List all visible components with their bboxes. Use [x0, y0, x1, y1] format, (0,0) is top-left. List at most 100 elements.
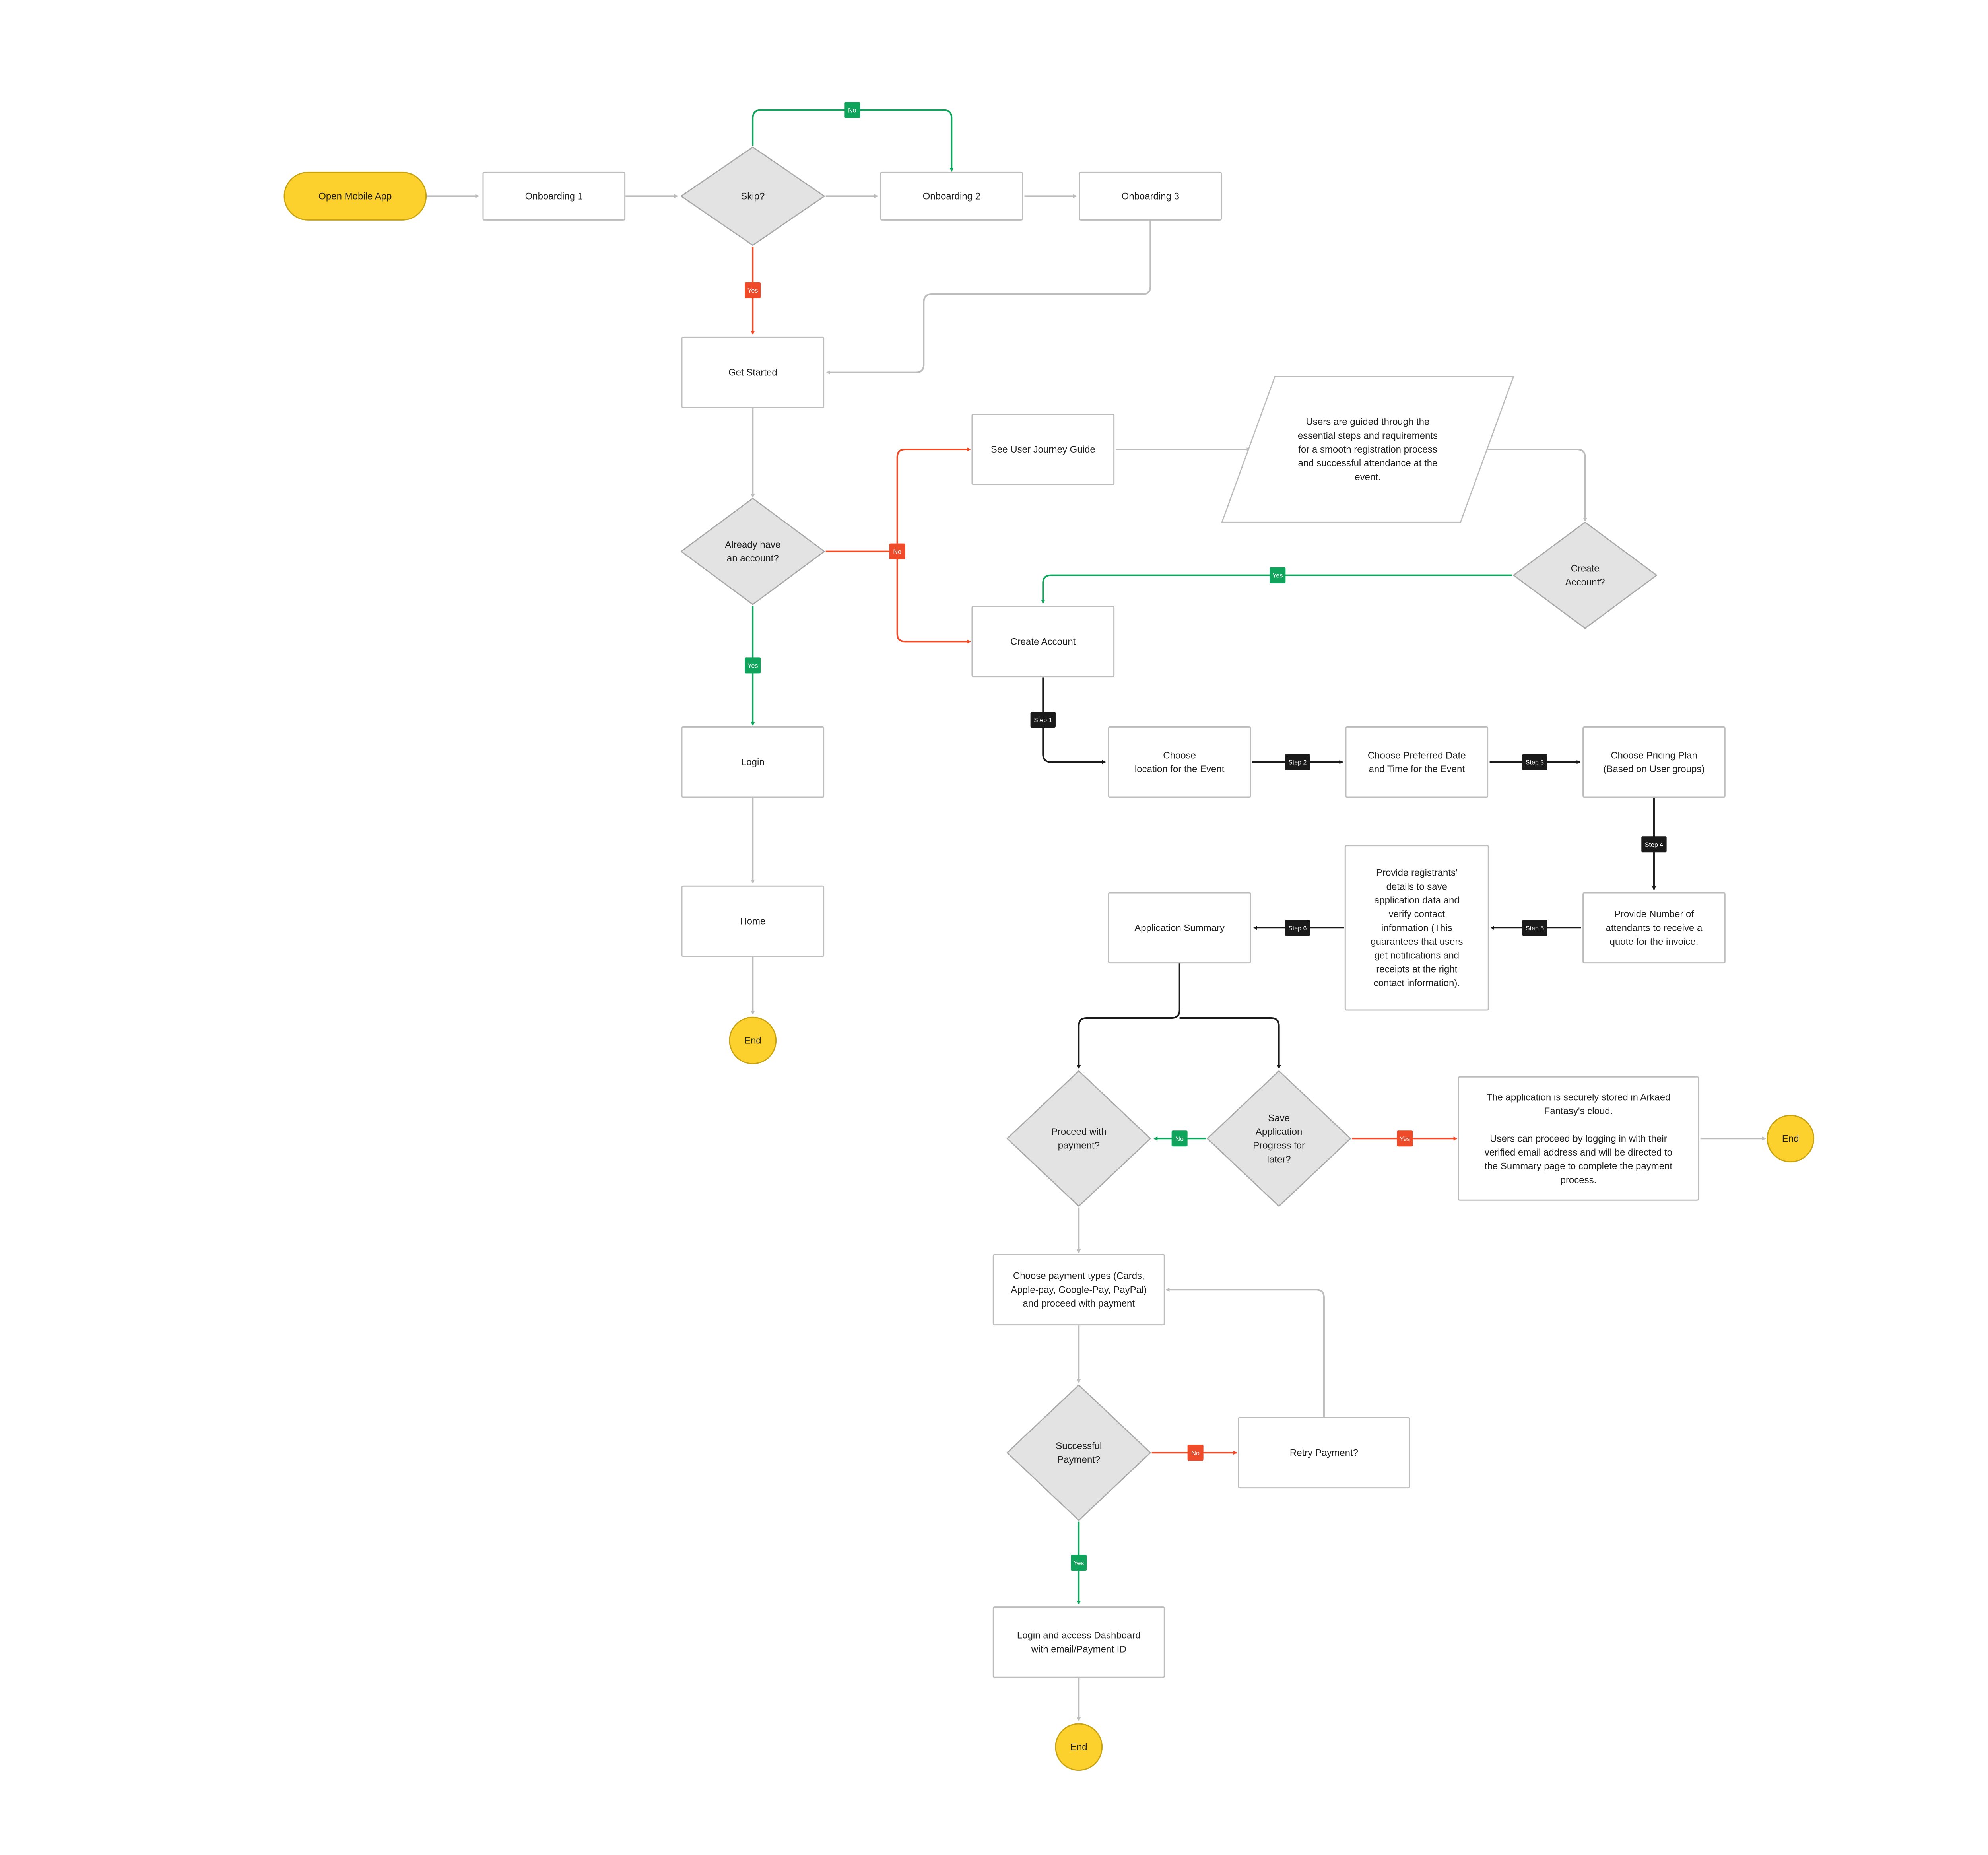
node-payment-types[interactable]: Choose payment types (Cards,Apple-pay, G… [992, 1254, 1165, 1326]
decision-diamond-shape [1513, 521, 1658, 629]
node-label-line: get notifications and [1375, 950, 1459, 961]
node-label-line: The application is securely stored in Ar… [1486, 1092, 1670, 1103]
node-proceed-payment[interactable]: Proceed with payment? [1006, 1070, 1151, 1207]
edge-label-badge [1285, 920, 1310, 936]
node-label-line: process. [1561, 1175, 1597, 1185]
process-box-shape [681, 336, 825, 408]
decision-diamond-shape [1006, 1384, 1151, 1521]
process-box-shape [1238, 1417, 1410, 1489]
edge-app-summary-to-proceed-payment [1077, 963, 1180, 1069]
process-box-shape [1458, 1076, 1699, 1201]
node-label-line: Application Summary [1134, 923, 1225, 933]
node-onboarding-2[interactable]: Onboarding 2 [880, 171, 1023, 221]
edge-label-badge [1187, 1445, 1204, 1461]
edge-label-no: No [844, 102, 860, 118]
process-box-shape [992, 1606, 1165, 1678]
process-box-shape [971, 606, 1115, 678]
node-label-line: Retry Payment? [1290, 1447, 1358, 1458]
node-label-line: Onboarding 2 [923, 191, 980, 202]
process-box-shape [482, 171, 626, 221]
node-choose-location[interactable]: Choose location for the Event [1108, 726, 1251, 798]
edge-label-yes: Yes [745, 657, 761, 674]
node-registrant-details[interactable]: Provide registrants'details to saveappli… [1344, 845, 1489, 1011]
edge-label-text: Step 3 [1526, 759, 1544, 766]
node-label-line: event. [1355, 472, 1380, 482]
node-get-started[interactable]: Get Started [681, 336, 825, 408]
edge-label-badge [1641, 836, 1667, 853]
node-label-line: verify contact [1389, 909, 1445, 920]
edge-label-badge [1522, 920, 1547, 936]
process-box-shape [1344, 845, 1489, 1011]
edge-label-badge [745, 282, 761, 298]
edge-label-badge [1397, 1130, 1413, 1147]
process-box-shape [1079, 171, 1222, 221]
node-label-line: End [744, 1035, 761, 1046]
process-box-shape [1345, 726, 1489, 798]
edge-label-step-5: Step 5 [1522, 920, 1547, 936]
node-label-line: the Summary page to complete the payment [1485, 1161, 1673, 1172]
edge-label-no: No [1187, 1445, 1204, 1461]
edge-label-step-2: Step 2 [1285, 754, 1310, 770]
process-box-shape [1108, 892, 1251, 964]
node-end-2[interactable]: End [1767, 1115, 1815, 1163]
end-circle-shape [1055, 1723, 1103, 1771]
node-onboarding-1[interactable]: Onboarding 1 [482, 171, 626, 221]
node-onboarding-3[interactable]: Onboarding 3 [1079, 171, 1222, 221]
edge-already-account-to-user-journey-guide [825, 447, 971, 552]
node-label-line: and proceed with payment [1023, 1298, 1135, 1309]
edge-label-text: Yes [1400, 1136, 1410, 1142]
node-label-line: receipts at the right [1376, 964, 1457, 975]
decision-diamond-shape [680, 146, 825, 246]
node-login[interactable]: Login [681, 726, 825, 798]
node-label-line: Onboarding 1 [525, 191, 583, 202]
node-label-line: details to save [1386, 881, 1447, 892]
node-end-1[interactable]: End [729, 1016, 777, 1064]
edge-label-yes: Yes [745, 282, 761, 298]
terminal-shape [283, 171, 427, 221]
node-app-summary[interactable]: Application Summary [1108, 892, 1251, 964]
edge-label-text: Yes [747, 287, 758, 294]
node-label-line: Proceed with [1051, 1127, 1107, 1137]
node-end-3[interactable]: End [1055, 1723, 1103, 1771]
node-label-line: guarantees that users [1371, 936, 1463, 947]
node-label-line: attendants to receive a [1606, 923, 1703, 933]
node-label-line: Home [740, 916, 765, 927]
edge-label-badge [889, 543, 905, 559]
node-label-line: payment? [1058, 1140, 1100, 1151]
node-label-line: Users are guided through the [1306, 417, 1430, 427]
node-cloud-note[interactable]: The application is securely stored in Ar… [1458, 1076, 1699, 1201]
node-label-line: Choose [1163, 750, 1196, 761]
node-open-app[interactable]: Open Mobile App [283, 171, 427, 221]
node-label-line: (Based on User groups) [1604, 764, 1705, 775]
edge-label-step-1: Step 1 [1030, 711, 1056, 728]
node-label-line: Already have [725, 539, 780, 550]
node-choose-pricing[interactable]: Choose Pricing Plan(Based on User groups… [1582, 726, 1726, 798]
node-skip[interactable]: Skip? [680, 146, 825, 246]
node-label-line: Create [1571, 563, 1600, 574]
edge-label-yes: Yes [1397, 1130, 1413, 1147]
node-user-journey-guide[interactable]: See User Journey Guide [971, 414, 1115, 485]
node-label-line: information (This [1381, 923, 1452, 933]
edge-label-text: Yes [1272, 573, 1283, 579]
edge-onboarding-3-to-get-started [826, 220, 1151, 375]
node-label-line: location for the Event [1135, 764, 1225, 775]
node-label-line: for a smooth registration process [1298, 444, 1437, 455]
decision-diamond-shape [1006, 1070, 1151, 1207]
node-home[interactable]: Home [681, 885, 825, 957]
node-label-line: See User Journey Guide [991, 444, 1095, 455]
node-label-line: Provide registrants' [1376, 868, 1458, 878]
node-retry-payment[interactable]: Retry Payment? [1238, 1417, 1410, 1489]
edge-label-text: Yes [747, 662, 758, 669]
node-label-line: Successful [1056, 1441, 1102, 1451]
node-create-account[interactable]: Create Account [971, 606, 1115, 678]
edge-label-no: No [1171, 1130, 1188, 1147]
edge-label-badge [1171, 1130, 1188, 1147]
